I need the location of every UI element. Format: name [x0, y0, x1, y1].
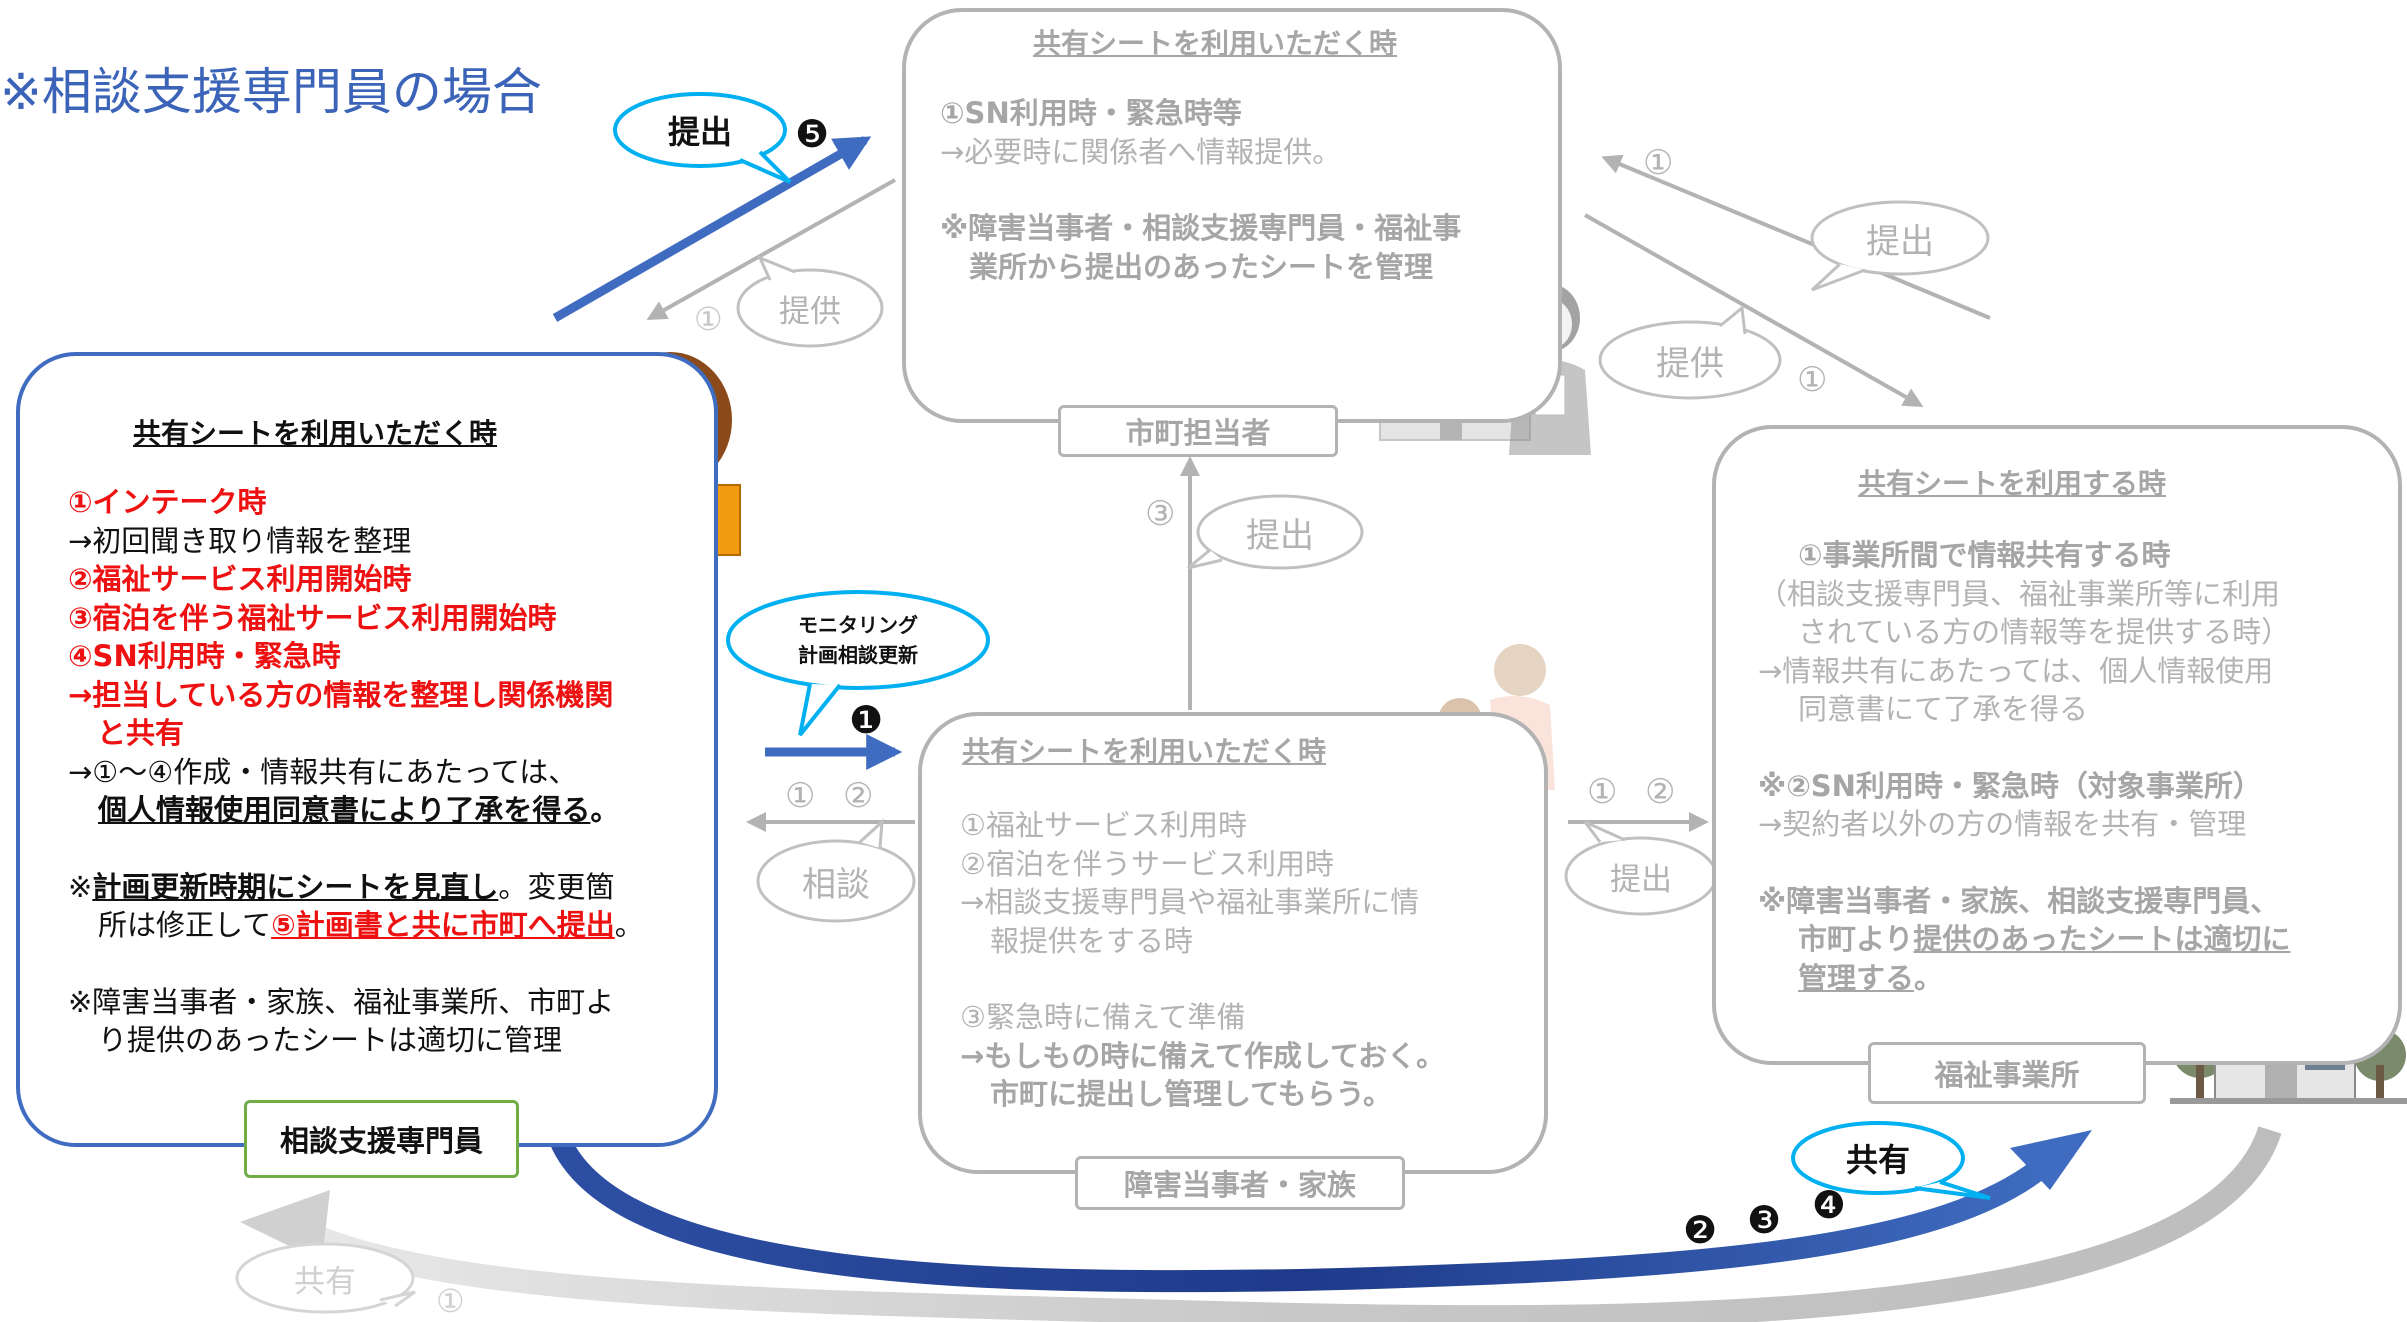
number-1-monitoring: ❶: [849, 698, 884, 742]
bubble-provide-right: [1598, 305, 1782, 400]
office-label: 福祉事業所: [1868, 1042, 2146, 1104]
bubble-share-text: 共有: [1845, 1141, 1910, 1179]
bubble-submit-5-text: 提出: [667, 113, 732, 151]
number-1-office: ①: [1587, 772, 1618, 812]
number-1-city-right-bottom: ①: [1797, 360, 1828, 400]
number-1-consult: ①: [785, 776, 816, 816]
office-box: [1712, 425, 2402, 1065]
bubble-provide-left: [736, 255, 884, 348]
family-box-text: ①福祉サービス利用時 ②宿泊を伴うサービス利用時 →相談支援専門員や福祉事業所に…: [960, 808, 1446, 1111]
number-2-consult: ②: [843, 776, 874, 816]
consultant-box-heading: 共有シートを利用いただく時: [133, 417, 498, 450]
bubble-submit-mid: [1187, 494, 1364, 570]
number-1-city-left: ①: [694, 300, 723, 338]
share-arrow-gray: [294, 1126, 2282, 1322]
bubble-consult: [756, 818, 916, 923]
family-box-heading: 共有シートを利用いただく時: [962, 735, 1327, 768]
city-box-text: ①SN利用時・緊急時等 →必要時に関係者へ情報提供。 ※障害当事者・相談支援専門…: [940, 96, 1462, 284]
number-3-share: ❸: [1747, 1198, 1782, 1242]
bubble-submit-right-text: 提出: [1866, 221, 1934, 262]
city-label: 市町担当者: [1058, 405, 1338, 457]
bubble-monitoring: [726, 590, 990, 737]
bubble-consult-text: 相談: [802, 864, 870, 905]
office-box-text: ①事業所間で情報共有する時 （相談支援専門員、福祉事業所等に利用 されている方の…: [1758, 538, 2291, 995]
city-box-heading: 共有シートを利用いただく時: [1033, 27, 1398, 60]
number-5-filled: ❺: [795, 112, 830, 156]
bubble-provide-left-text: 提供: [779, 293, 841, 330]
page-title: ※相談支援専門員の場合: [0, 63, 542, 121]
consultant-box: [16, 352, 718, 1147]
share-arrow-blue-head: [2010, 1130, 2092, 1190]
number-2-share: ❷: [1683, 1208, 1718, 1252]
bubble-monitoring-text: モニタリング 計画相談更新: [798, 613, 918, 667]
submit-arrow-office-city: [1601, 154, 1991, 320]
bubble-submit-right: [1810, 200, 1990, 292]
provide-arrow-city-office: [1584, 213, 1924, 407]
office-box-heading: 共有シートを利用する時: [1858, 467, 2167, 500]
bubble-submit-5: [613, 92, 792, 184]
bubble-submit-family-text: 提出: [1610, 861, 1672, 898]
consultant-label: 相談支援専門員: [244, 1100, 519, 1178]
bubble-share: [1791, 1121, 1991, 1200]
bubble-provide-right-text: 提供: [1656, 343, 1724, 384]
submit-arrow-consultant-city: [552, 136, 872, 322]
city-box: [902, 8, 1562, 423]
number-1-bottom: ①: [436, 1282, 465, 1320]
share-arrow-blue: [549, 1135, 2058, 1293]
bubble-share-bottom: [235, 1242, 416, 1314]
provide-arrow-city-consultant: [646, 178, 896, 320]
bubble-share-bottom-text: 共有: [294, 1263, 356, 1300]
number-4-share: ❹: [1812, 1183, 1847, 1227]
consultant-box-text: ①インテーク時 →初回聞き取り情報を整理 ②福祉サービス利用開始時 ③宿泊を伴う…: [68, 485, 644, 1057]
family-label: 障害当事者・家族: [1075, 1156, 1405, 1210]
number-1-city-right-top: ①: [1643, 143, 1674, 183]
number-3-family: ③: [1145, 494, 1176, 534]
family-box: [918, 712, 1548, 1174]
bubble-submit-mid-text: 提出: [1246, 515, 1314, 556]
number-2-office: ②: [1645, 772, 1676, 812]
